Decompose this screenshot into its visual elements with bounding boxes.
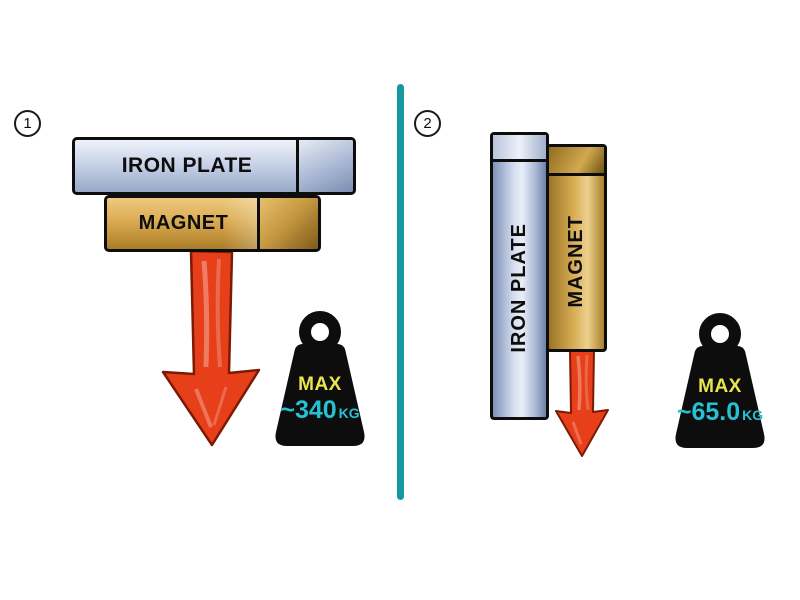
magnet-horizontal: MAGNET <box>104 195 321 252</box>
panel-2-number: 2 <box>423 115 432 132</box>
iron-plate-horizontal: IRON PLATE <box>72 137 356 195</box>
panel-1-number: 1 <box>23 115 32 132</box>
iron-plate-end-cap <box>296 140 353 192</box>
weight-number: ~65.0 <box>676 398 741 426</box>
magnet-top-cap <box>549 147 604 176</box>
weight-shape-icon <box>275 311 365 446</box>
magnet-vertical: MAGNET <box>546 144 607 352</box>
panel-1-number-badge: 1 <box>14 110 41 137</box>
iron-plate-vertical: IRON PLATE <box>490 132 549 420</box>
weight-shape-icon <box>675 313 765 448</box>
weight-unit: KG <box>742 407 764 423</box>
panel-2-number-badge: 2 <box>414 110 441 137</box>
pull-force-arrow-icon <box>555 348 609 457</box>
iron-plate-top-cap <box>493 135 546 162</box>
max-label: MAX <box>298 374 342 395</box>
weight-number: ~340 <box>280 396 337 424</box>
magnet-label: MAGNET <box>138 212 229 234</box>
magnet-label-vertical: MAGNET <box>565 214 587 308</box>
weight-unit: KG <box>338 405 360 421</box>
vertical-divider <box>397 84 404 500</box>
iron-plate-label: IRON PLATE <box>121 154 253 177</box>
pull-force-arrow-icon <box>161 249 261 447</box>
magnet-end-cap <box>257 198 318 249</box>
iron-plate-label-vertical: IRON PLATE <box>508 223 530 353</box>
max-label: MAX <box>698 376 742 397</box>
